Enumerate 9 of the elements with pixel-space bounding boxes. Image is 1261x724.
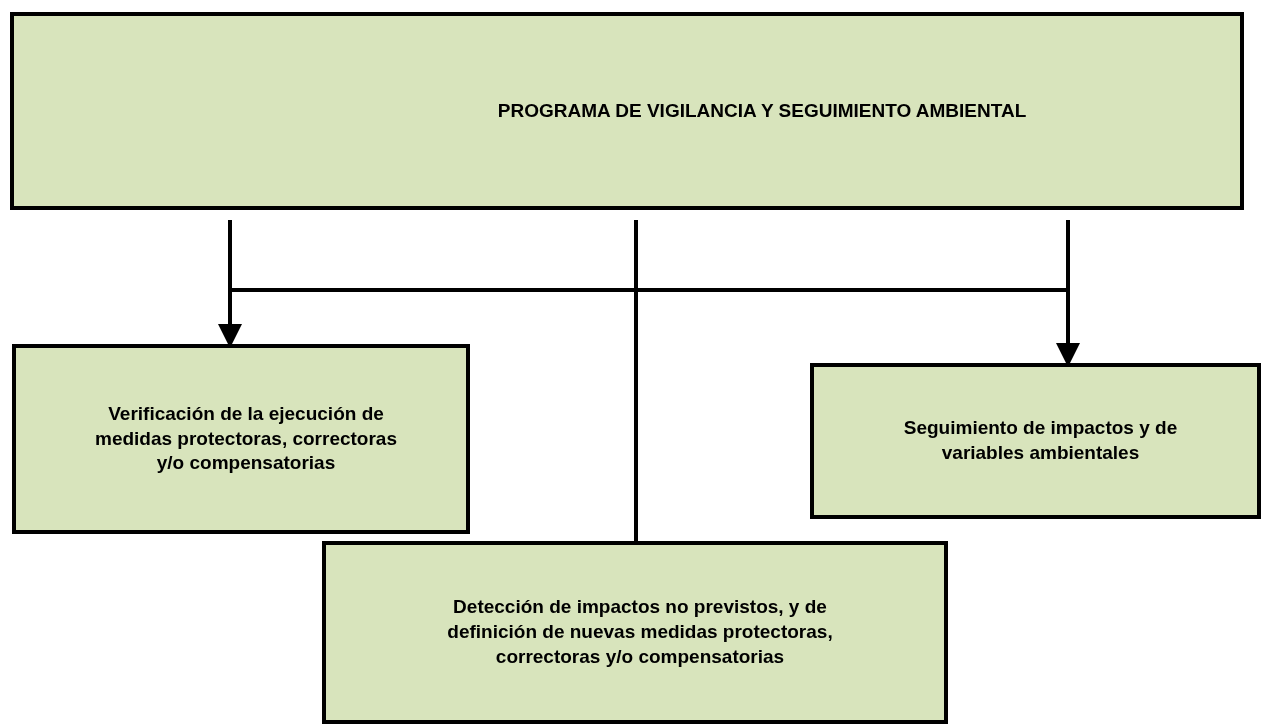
box-label: PROGRAMA DE VIGILANCIA Y SEGUIMIENTO AMBIENTAL [497, 98, 1027, 123]
connector-line [230, 288, 1068, 292]
process-box [12, 344, 470, 534]
process-box [322, 541, 948, 724]
box-label: Detección de impactos no previstos, y de definición de nuevas medidas protectoras, correctoras y/o compensatorias [446, 595, 834, 669]
box-label: Verificación de la ejecución de medidas protectoras, correctoras y/o compensatorias [94, 401, 398, 476]
process-box [10, 12, 1244, 210]
box-label: Seguimiento de impactos y de variables ambientales [902, 416, 1179, 465]
process-box [810, 363, 1261, 519]
